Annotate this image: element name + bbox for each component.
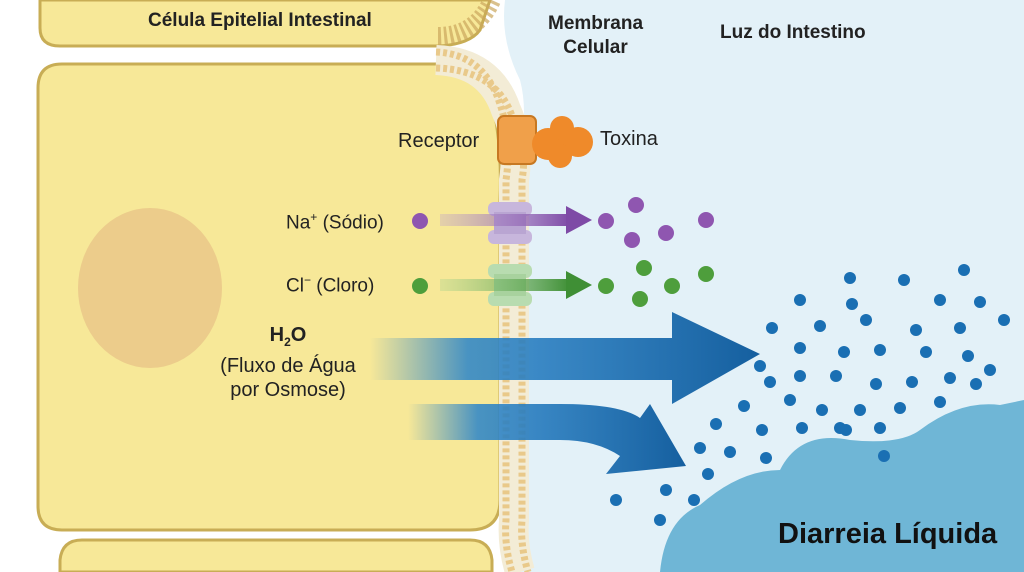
- water-molecule: [710, 418, 722, 430]
- chloride-ion: [632, 291, 648, 307]
- water-molecule: [906, 376, 918, 388]
- water-molecule: [998, 314, 1010, 326]
- water-arrow-upper: [370, 312, 760, 404]
- membrane-label-line1: Membrana: [548, 13, 644, 34]
- sodium-name: (Sódio): [322, 212, 384, 234]
- water-molecule: [962, 350, 974, 362]
- chloride-label: Cl− (Cloro): [286, 273, 374, 297]
- water-molecule: [738, 400, 750, 412]
- water-molecule: [816, 404, 828, 416]
- sodium-ion: [412, 213, 428, 229]
- sodium-ion: [598, 213, 614, 229]
- chloride-ion: [698, 266, 714, 282]
- water-molecule: [984, 364, 996, 376]
- water-molecule: [760, 452, 772, 464]
- chloride-ion: [636, 260, 652, 276]
- nucleus: [78, 208, 222, 368]
- water-molecule: [660, 484, 672, 496]
- water-molecule: [854, 404, 866, 416]
- water-molecule: [958, 264, 970, 276]
- water-molecule: [970, 378, 982, 390]
- water-molecule: [846, 298, 858, 310]
- chloride-ion: [664, 278, 680, 294]
- water-molecule: [794, 370, 806, 382]
- chloride-name: (Cloro): [316, 275, 375, 297]
- water-subscript: 2: [284, 335, 291, 349]
- sodium-charge: +: [310, 210, 318, 224]
- water-molecule: [974, 296, 986, 308]
- water-molecule: [870, 378, 882, 390]
- sodium-symbol: Na: [286, 212, 311, 234]
- sodium-ion: [628, 197, 644, 213]
- water-molecule: [784, 394, 796, 406]
- water-molecule: [756, 424, 768, 436]
- toxin-label: Toxina: [600, 128, 658, 150]
- lumen-label: Luz do Intestino: [720, 22, 866, 43]
- water-h: H: [269, 324, 285, 346]
- water-line2: (Fluxo de Água: [220, 355, 356, 377]
- water-molecule: [838, 346, 850, 358]
- water-molecule: [934, 396, 946, 408]
- water-molecule: [874, 422, 886, 434]
- water-label: H2O (Fluxo de Água por Osmose): [198, 323, 378, 402]
- water-molecule: [702, 468, 714, 480]
- chloride-ion: [412, 278, 428, 294]
- sodium-label: Na+ (Sódio): [286, 210, 384, 234]
- water-molecule: [796, 422, 808, 434]
- diarrhea-pool: [660, 400, 1024, 572]
- receptor-protein: [497, 115, 537, 165]
- water-molecule: [894, 402, 906, 414]
- sodium-ion: [698, 212, 714, 228]
- ion-particles: [412, 197, 1010, 526]
- lower-cell: [58, 538, 494, 572]
- chloride-ion: [598, 278, 614, 294]
- water-molecule: [860, 314, 872, 326]
- toxin-molecule: [532, 116, 593, 168]
- cell-label: Célula Epitelial Intestinal: [148, 10, 372, 31]
- water-molecule: [764, 376, 776, 388]
- sodium-arrow: [440, 206, 592, 234]
- water-molecule: [830, 370, 842, 382]
- membrane-label: Membrana Celular: [548, 12, 643, 60]
- water-molecule: [898, 274, 910, 286]
- water-molecule: [766, 322, 778, 334]
- water-molecule: [874, 344, 886, 356]
- water-molecule: [610, 494, 622, 506]
- diarrhea-label: Diarreia Líquida: [778, 518, 998, 550]
- water-arrow-lower: [408, 404, 686, 474]
- sodium-ion: [624, 232, 640, 248]
- chloride-symbol: Cl: [286, 275, 304, 297]
- water-molecule: [754, 360, 766, 372]
- water-molecule: [694, 442, 706, 454]
- water-molecule: [954, 322, 966, 334]
- membrane-label-line2: Celular: [563, 37, 628, 58]
- water-molecule: [794, 342, 806, 354]
- water-molecule: [840, 424, 852, 436]
- water-molecule: [688, 494, 700, 506]
- water-formula: H2O: [198, 323, 378, 354]
- water-molecule: [724, 446, 736, 458]
- water-molecule: [654, 514, 666, 526]
- water-molecule: [910, 324, 922, 336]
- chloride-arrow: [440, 271, 592, 299]
- water-molecule: [944, 372, 956, 384]
- receptor-label: Receptor: [398, 130, 480, 152]
- chloride-charge: −: [303, 273, 311, 287]
- water-molecule: [934, 294, 946, 306]
- water-molecule: [844, 272, 856, 284]
- water-o: O: [290, 324, 307, 346]
- water-molecule: [920, 346, 932, 358]
- water-molecule: [878, 450, 890, 462]
- water-line3: por Osmose): [230, 379, 346, 401]
- sodium-ion: [658, 225, 674, 241]
- water-molecule: [814, 320, 826, 332]
- water-molecule: [794, 294, 806, 306]
